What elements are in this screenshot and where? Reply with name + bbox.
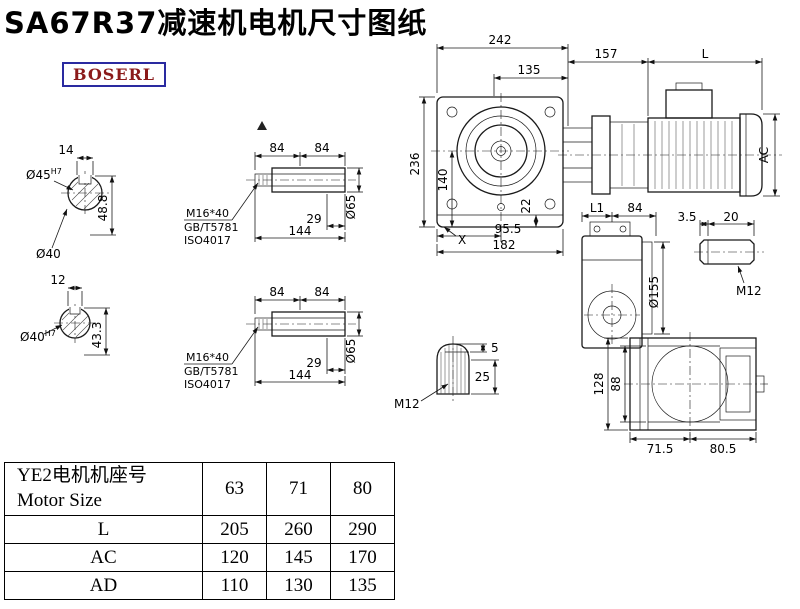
dim-l1: L1 [590,201,604,215]
row-label: AC [4,543,203,572]
finish-mark-icon [257,121,267,130]
technical-drawing: 14 Ø45H7 48.8 Ø40 12 [20,33,782,456]
dim-key-w: 25 [475,370,490,384]
label-std-gb-1: GB/T5781 [184,221,239,234]
dim-depth-top: 48.8 [96,195,110,222]
header-motor-size: YE2电机机座号 Motor Size [4,462,203,516]
front-view: 242 135 157 L 236 140 22 95.5 X [408,33,782,256]
dim-outer-top: Ø40 [36,247,61,261]
mark-x: X [458,233,466,247]
dim-bottom-len-a: 71.5 [647,442,674,456]
dim-width-total: 242 [489,33,512,47]
dim-bottom-height-total: 128 [592,373,606,396]
size-col-1: 63 [202,462,267,516]
label-std-iso-2: ISO4017 [184,378,231,391]
dim-width-flange: 135 [518,63,541,77]
dim-dia-2: Ø65 [344,339,358,364]
stud-detail: 3.5 20 M12 [677,210,764,298]
size-col-3: 80 [330,462,395,516]
dim-84: 84 [627,201,642,215]
bushing-view-1: 84 84 M16*40 GB/T5781 ISO4017 29 144 Ø6 [184,141,363,247]
cell: 145 [266,543,331,572]
shaft-section-top: 14 Ø45H7 48.8 Ø40 [26,143,116,261]
dim-len-short-2: 29 [306,356,321,370]
header-motor-size-cn: YE2电机机座号 [17,465,147,487]
bottom-view: 128 88 71.5 80.5 [592,332,768,456]
dim-plug-len1: 3.5 [677,210,696,224]
dim-width-motor2: L [702,47,709,61]
cell: 135 [330,571,395,600]
cell: 290 [330,515,395,544]
dim-motor-dia: AC [757,147,771,163]
dim-bottom-len-b: 80.5 [710,442,737,456]
dim-len-total-2: 144 [289,368,312,382]
bushing-view-2: 84 84 M16*40 GB/T5781 ISO4017 29 144 Ø6 [184,285,363,391]
table-row-L: L 205 260 290 [4,515,395,544]
label-key-thread: M12 [394,397,420,411]
row-label: AD [4,571,203,600]
dim-bore-bottom: Ø40H7 [20,329,56,344]
dim-depth-bottom: 43.3 [90,322,104,349]
cell: 170 [330,543,395,572]
dim-height-axis: 140 [436,169,450,192]
label-std-gb-2: GB/T5781 [184,365,239,378]
dim-len-base: 182 [493,238,516,252]
dim-seg-b-1: 84 [314,141,329,155]
dim-flange-dia: Ø155 [647,276,661,308]
dim-len-total-1: 144 [289,224,312,238]
dim-plug-len2: 20 [723,210,738,224]
size-col-2: 71 [266,462,331,516]
key-detail: 5 25 M12 [394,336,499,411]
dim-bottom-height-inner: 88 [609,376,623,391]
table-row-AC: AC 120 145 170 [4,543,395,572]
header-motor-size-en: Motor Size [17,490,102,511]
cell: 205 [202,515,267,544]
table-row-AD: AD 110 130 135 [4,571,395,600]
cell: 120 [202,543,267,572]
side-view: L1 84 Ø155 [581,201,670,349]
table-header-row: YE2电机机座号 Motor Size 63 71 80 [4,462,395,516]
dim-seg-a-1: 84 [269,141,284,155]
dim-len-short-1: 29 [306,212,321,226]
dim-width-motor1: 157 [595,47,618,61]
dim-bore-top: Ø45H7 [26,167,62,182]
dim-height-foot: 22 [519,198,533,213]
shaft-section-bottom: 12 Ø40H7 43.3 [20,273,110,356]
dim-dia-1: Ø65 [344,195,358,220]
dim-key-h: 5 [491,341,499,355]
dim-seg-a-2: 84 [269,285,284,299]
dim-height-total: 236 [408,153,422,176]
label-std-iso-1: ISO4017 [184,234,231,247]
page-title: SA67R37减速机电机尺寸图纸 [4,6,428,40]
cell: 260 [266,515,331,544]
cell: 110 [202,571,267,600]
dim-len-axis: 95.5 [495,222,522,236]
row-label: L [4,515,203,544]
cell: 130 [266,571,331,600]
label-thread-1: M16*40 [186,207,229,220]
motor-size-table: YE2电机机座号 Motor Size 63 71 80 L 205 260 2… [4,462,395,600]
label-plug-thread: M12 [736,284,762,298]
brand-logo: BOSERL [62,62,167,87]
dim-key-width-top: 14 [58,143,73,157]
label-thread-2: M16*40 [186,351,229,364]
dim-seg-b-2: 84 [314,285,329,299]
dim-key-width-bottom: 12 [50,273,65,287]
